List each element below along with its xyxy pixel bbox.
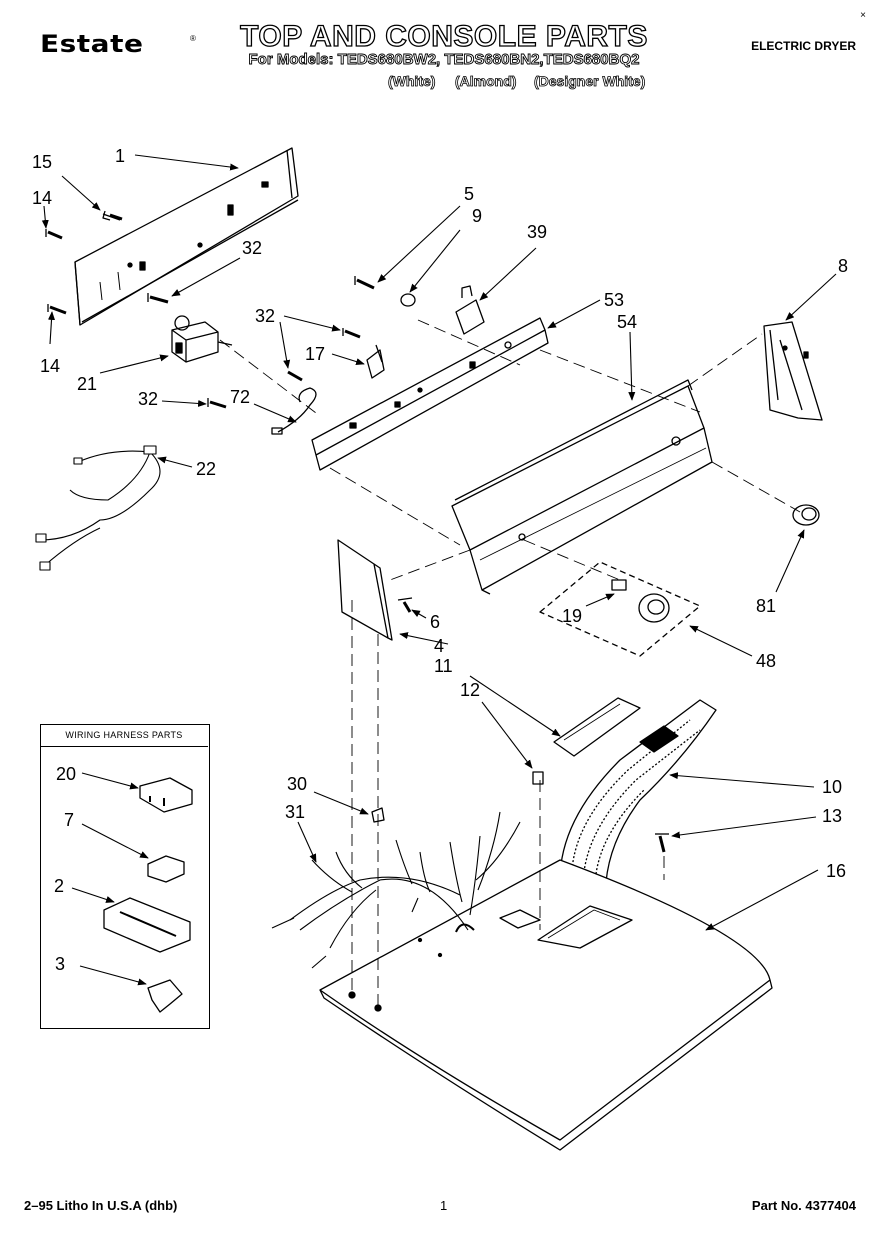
corner-mark: × bbox=[860, 10, 866, 21]
callout-5: 5 bbox=[464, 184, 475, 204]
callout-39: 39 bbox=[527, 222, 548, 242]
callout-17: 17 bbox=[305, 344, 326, 364]
part-8-end-cap bbox=[763, 321, 823, 421]
exploded-guide-lines bbox=[219, 319, 801, 1008]
callout-11: 11 bbox=[434, 656, 453, 676]
callout-22: 22 bbox=[196, 459, 217, 479]
product-type: ELECTRIC DRYER bbox=[751, 39, 856, 53]
callout-15: 15 bbox=[32, 152, 53, 172]
wiring-harness-inset bbox=[40, 724, 210, 1029]
callout-30: 30 bbox=[287, 774, 308, 794]
footer-part-number: Part No. 4377404 bbox=[751, 1198, 856, 1213]
callout-32: 32 bbox=[138, 389, 159, 409]
callout-14: 14 bbox=[32, 188, 53, 208]
callout-81: 81 bbox=[756, 596, 777, 616]
screw-5-icon bbox=[354, 276, 375, 290]
screw-32d-icon bbox=[342, 328, 361, 339]
callout-12: 12 bbox=[460, 680, 481, 700]
screw-6-icon bbox=[397, 597, 413, 613]
callout-48: 48 bbox=[756, 651, 777, 671]
wiring-harness-title: WIRING HARNESS PARTS bbox=[40, 724, 208, 747]
callout-53: 53 bbox=[604, 290, 625, 310]
part-48-knob-assembly-outline bbox=[539, 561, 701, 657]
part-48-knob bbox=[638, 593, 670, 623]
inset-part-20-connector bbox=[139, 777, 193, 813]
part-54-console-housing bbox=[451, 379, 713, 595]
callout-1: 1 bbox=[115, 146, 126, 166]
part-1-console-back-panel bbox=[74, 147, 299, 326]
callout-13: 13 bbox=[822, 806, 843, 826]
callout-19: 19 bbox=[562, 606, 583, 626]
model-numbers: For Models: TEDS680BW2, TEDS680BN2,TEDS6… bbox=[248, 51, 640, 69]
part-53-control-panel-rail bbox=[311, 317, 549, 471]
callout-9: 9 bbox=[472, 206, 483, 226]
callout-54: 54 bbox=[617, 312, 638, 332]
callout-32: 32 bbox=[255, 306, 276, 326]
screw-32a-icon bbox=[147, 293, 169, 304]
callout-16: 16 bbox=[826, 861, 847, 881]
screw-32c-icon bbox=[207, 398, 227, 409]
brand-registered-mark: ® bbox=[190, 34, 196, 43]
callout-6: 6 bbox=[430, 612, 441, 632]
part-11-filter-lid bbox=[553, 697, 641, 757]
screw-14a-icon bbox=[45, 229, 63, 240]
callout-32: 32 bbox=[242, 238, 263, 258]
part-12-clip bbox=[532, 771, 544, 785]
brand-logo: Estate bbox=[40, 30, 144, 59]
callout-20: 20 bbox=[56, 764, 77, 784]
callout-8: 8 bbox=[838, 256, 849, 276]
callout-3: 3 bbox=[55, 954, 66, 974]
part-17-bracket bbox=[366, 344, 385, 379]
callout-31: 31 bbox=[285, 802, 306, 822]
callout-72: 72 bbox=[230, 387, 251, 407]
part-4-side-panel bbox=[337, 539, 393, 641]
part-22-wire-harness bbox=[35, 445, 161, 571]
footer-litho: 2–95 Litho In U.S.A (dhb) bbox=[24, 1198, 178, 1213]
part-72-wire bbox=[271, 387, 317, 435]
callout-4: 4 bbox=[434, 636, 445, 656]
part-19-spring bbox=[611, 579, 627, 591]
part-81-knob bbox=[792, 504, 820, 526]
inset-part-7-connector bbox=[147, 855, 185, 883]
callout-7: 7 bbox=[64, 810, 75, 830]
part-21-timer bbox=[171, 315, 233, 363]
part-31-main-harness bbox=[271, 811, 521, 969]
screw-32b-icon bbox=[287, 370, 303, 382]
part-9-clip bbox=[400, 293, 416, 307]
footer-page-number: 1 bbox=[440, 1198, 448, 1213]
part-10-lint-screen bbox=[559, 699, 717, 883]
callout-14: 14 bbox=[40, 356, 61, 376]
color-designer-white: (Designer White) bbox=[534, 73, 646, 90]
color-white: (White) bbox=[388, 73, 436, 90]
callout-2: 2 bbox=[54, 876, 65, 896]
callout-leader-lines bbox=[41, 154, 837, 986]
screw-14b-icon bbox=[47, 304, 67, 315]
screw-13-icon bbox=[655, 833, 669, 853]
callout-10: 10 bbox=[822, 777, 843, 797]
callout-21: 21 bbox=[77, 374, 98, 394]
color-almond: (Almond) bbox=[455, 73, 517, 90]
screw-15-icon bbox=[102, 210, 123, 221]
part-16-dryer-top bbox=[319, 859, 773, 1151]
part-39-switch bbox=[455, 285, 485, 335]
inset-part-2-terminal-block bbox=[103, 897, 191, 953]
page-title: TOP AND CONSOLE PARTS bbox=[239, 19, 648, 53]
inset-part-3-clip bbox=[147, 979, 183, 1013]
